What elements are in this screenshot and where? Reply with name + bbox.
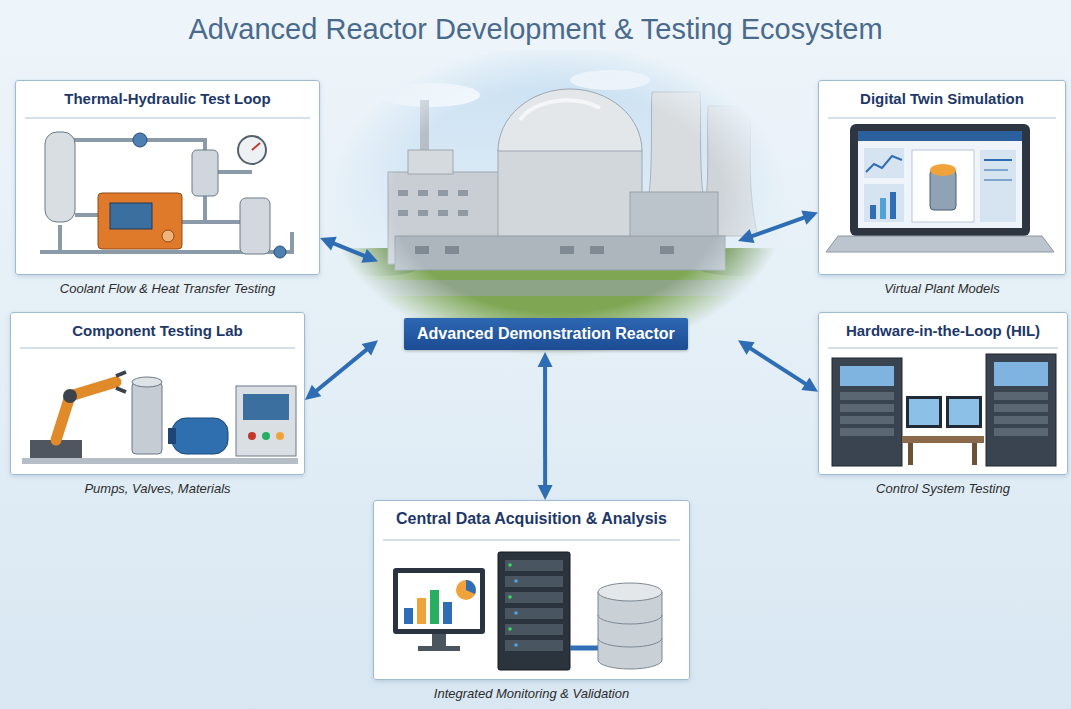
box-heading: Central Data Acquisition & Analysis xyxy=(374,501,689,528)
arrow-head xyxy=(738,229,755,243)
arrow-head xyxy=(538,485,553,500)
box-caption: Integrated Monitoring & Validation xyxy=(344,686,719,701)
arrow-head xyxy=(362,340,378,355)
diagram-title: Advanced Reactor Development & Testing E… xyxy=(0,13,1071,46)
box-heading: Component Testing Lab xyxy=(11,313,304,339)
box-heading: Thermal-Hydraulic Test Loop xyxy=(16,81,319,107)
box-caption: Coolant Flow & Heat Transfer Testing xyxy=(0,281,349,296)
arrow-head xyxy=(801,377,818,391)
arrow-head xyxy=(320,237,337,251)
reactor-node: Advanced Demonstration Reactor xyxy=(378,60,738,352)
arrow-shaft xyxy=(748,347,808,386)
double-arrow xyxy=(738,211,818,244)
arrow-shaft xyxy=(314,348,368,393)
double-arrow xyxy=(538,352,553,500)
arrow-head xyxy=(538,352,553,367)
box-heading: Hardware-in-the-Loop (HIL) xyxy=(819,313,1067,339)
arrow-shaft xyxy=(331,242,367,257)
test-facility-box: Central Data Acquisition & AnalysisInteg… xyxy=(373,500,690,680)
lab-illustration xyxy=(22,372,298,464)
test-facility-box: Digital Twin SimulationVirtual Plant Mod… xyxy=(818,80,1066,275)
arrow-shaft xyxy=(749,217,806,237)
arrow-head xyxy=(738,340,755,354)
box-caption: Pumps, Valves, Materials xyxy=(0,481,334,496)
double-arrow xyxy=(320,237,378,263)
box-heading: Digital Twin Simulation xyxy=(819,81,1065,107)
laptop-illustration xyxy=(826,124,1054,252)
panel-grounds xyxy=(10,80,1068,680)
test-facility-box: Hardware-in-the-Loop (HIL)Control System… xyxy=(818,312,1068,475)
arrow-shaft xyxy=(543,364,547,488)
box-caption: Control System Testing xyxy=(789,481,1071,496)
test-facility-box: Thermal-Hydraulic Test LoopCoolant Flow … xyxy=(15,80,320,275)
arrow-head xyxy=(305,385,321,400)
reactor-illustration xyxy=(335,50,790,358)
reactor-banner: Advanced Demonstration Reactor xyxy=(404,318,688,350)
hil-illustration xyxy=(832,354,1056,466)
test-loop-illustration xyxy=(40,132,292,258)
arrow-head xyxy=(361,249,378,263)
test-facility-box: Component Testing LabPumps, Valves, Mate… xyxy=(10,312,305,475)
double-arrow xyxy=(738,340,818,392)
box-caption: Virtual Plant Models xyxy=(789,281,1071,296)
double-arrow xyxy=(305,340,378,400)
data-illustration xyxy=(393,552,662,670)
arrow-head xyxy=(801,211,818,225)
